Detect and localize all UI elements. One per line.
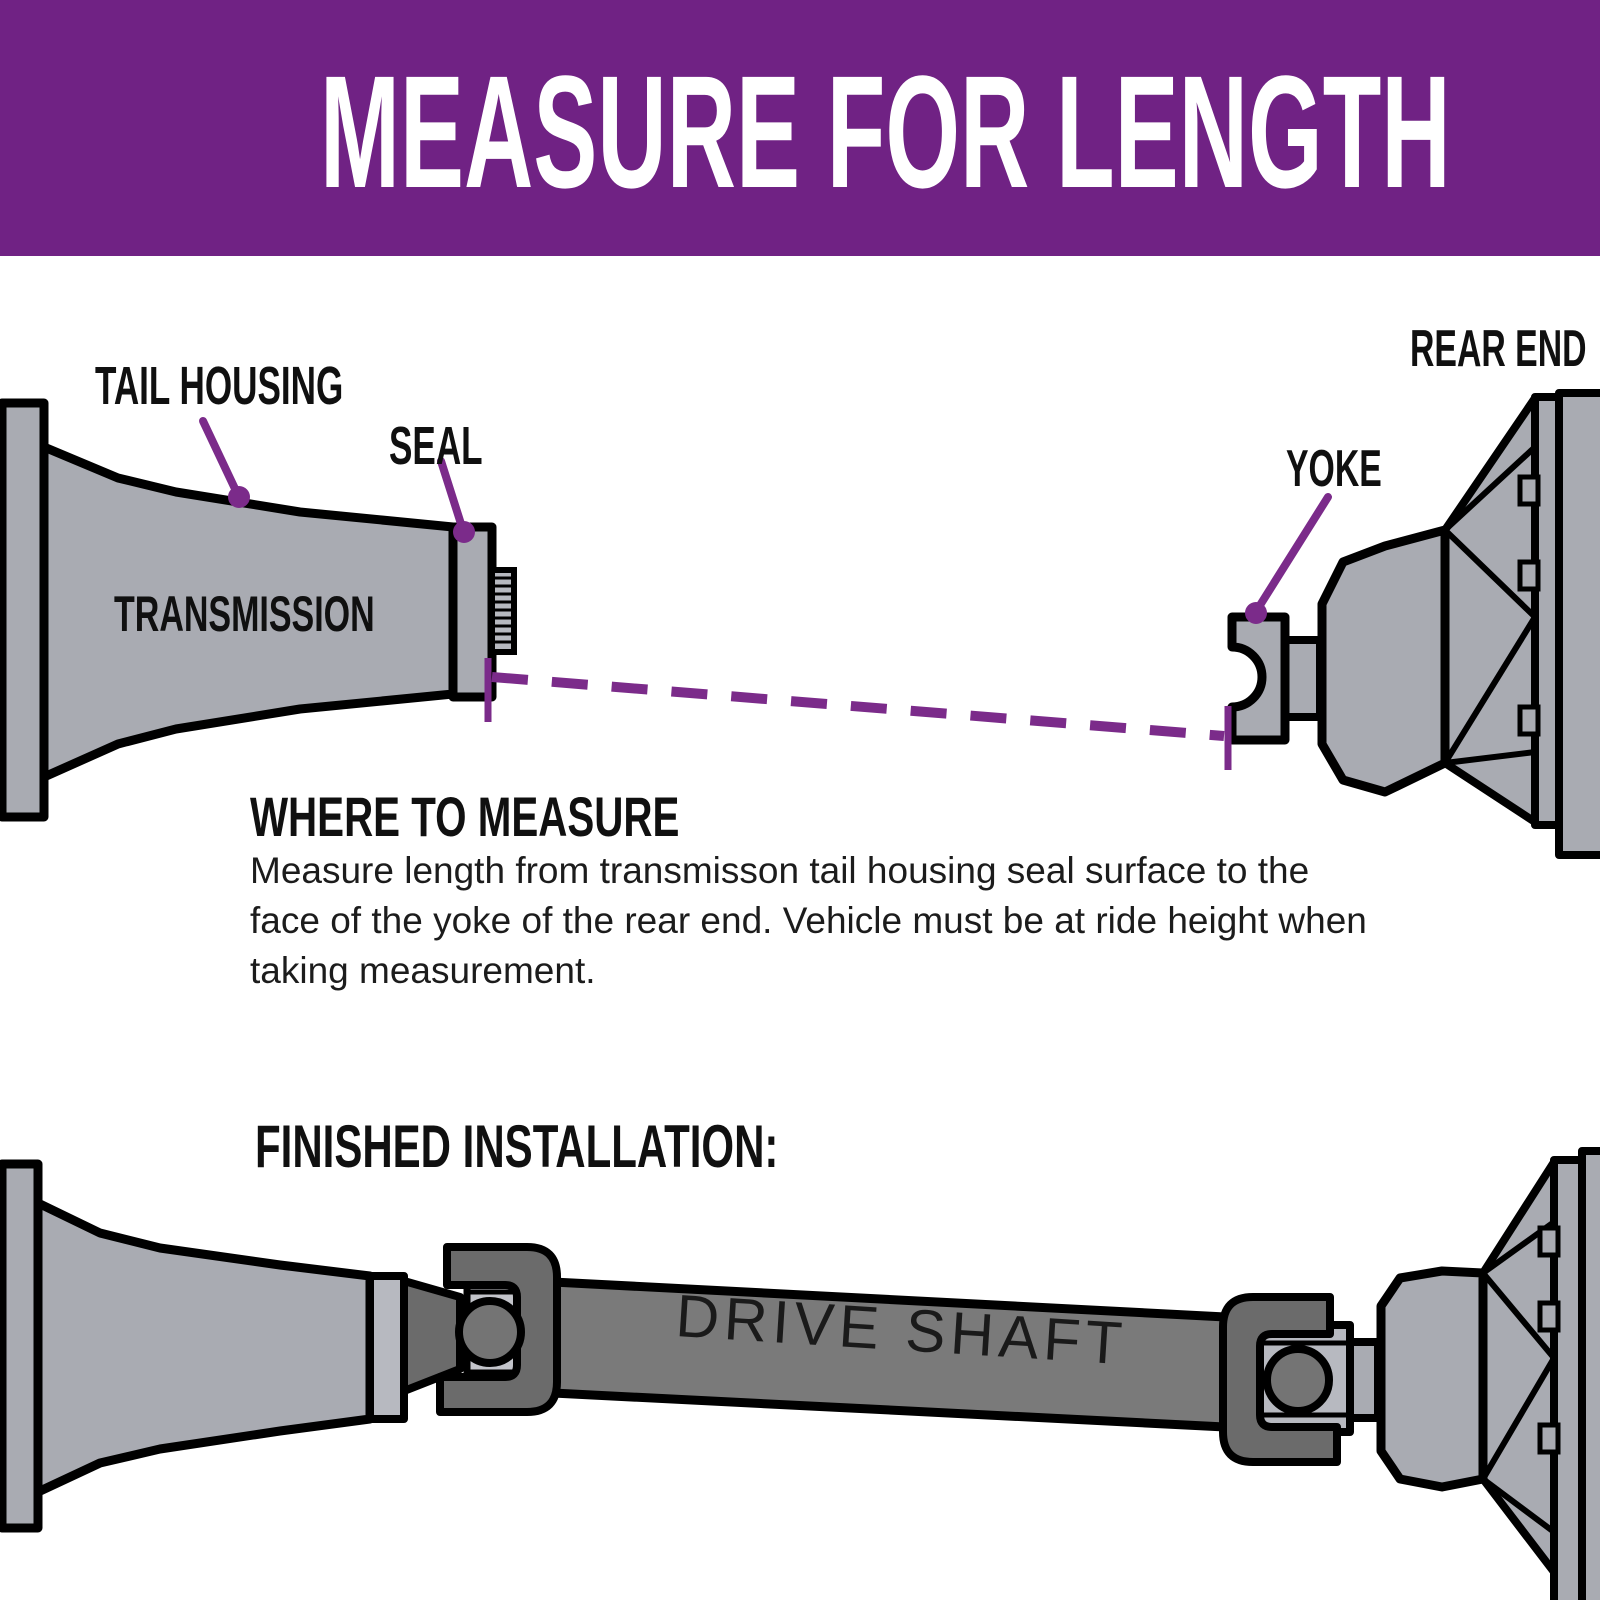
- bolt-tab: [1517, 704, 1541, 737]
- u-joint-yoke-bracket: [1219, 1293, 1341, 1466]
- diff-facet-line: [1481, 1476, 1556, 1535]
- finished-installation-heading: FINISHED INSTALLATION:: [255, 1113, 779, 1180]
- bolt-tab: [1537, 1300, 1561, 1333]
- transmission-label: TRANSMISSION: [114, 586, 375, 642]
- diff-facet-line: [1442, 444, 1538, 533]
- spline-hatching: [494, 576, 512, 644]
- yoke-leader-line: [1253, 493, 1332, 614]
- bolt-tab: [1517, 474, 1541, 507]
- callout-leaders: [199, 417, 1332, 624]
- pinion-shaft-neck: [1281, 636, 1324, 721]
- bolt-tab: [1517, 559, 1541, 592]
- where-to-measure-heading: WHERE TO MEASURE: [250, 785, 680, 848]
- tail-housing-body: [33, 1198, 375, 1497]
- diff-facet-line: [1480, 1271, 1557, 1360]
- diff-facet-line: [1442, 527, 1538, 620]
- yoke-leader-dot: [1245, 602, 1267, 624]
- rear-yoke: [1227, 612, 1290, 745]
- bolt-tab: [1537, 1225, 1561, 1258]
- front-u-joint: [436, 1243, 561, 1416]
- differential-housing: [1479, 1158, 1558, 1576]
- transmission-case: [0, 398, 49, 822]
- transmission-case: [0, 1159, 43, 1533]
- diff-facet-line: [1444, 749, 1536, 766]
- seal-leader-line: [437, 457, 466, 531]
- pinion-housing: [1317, 525, 1450, 797]
- slip-yoke-stub: [400, 1277, 464, 1395]
- u-joint-cross: [1263, 1345, 1333, 1415]
- page-title: MEASURE FOR LENGTH: [319, 42, 1451, 221]
- yoke-label: YOKE: [1286, 440, 1382, 498]
- seal-label: SEAL: [389, 416, 483, 476]
- tail-housing-leader-dot: [228, 486, 250, 508]
- measurement-annotation: [484, 658, 1232, 770]
- bottom-transmission-assembly: [0, 1159, 464, 1533]
- u-joint-cross: [455, 1297, 525, 1367]
- seal-leader-dot: [453, 521, 475, 543]
- pinion-shaft-neck: [1346, 1338, 1382, 1422]
- top-transmission-assembly: [0, 398, 517, 822]
- title-banner: MEASURE FOR LENGTH: [0, 0, 1600, 256]
- top-rear-end-assembly: [1227, 389, 1600, 859]
- diff-facet-line: [1442, 615, 1538, 765]
- rear-end-label: REAR END: [1410, 320, 1587, 378]
- rear-u-joint: [1219, 1293, 1341, 1466]
- u-joint-yoke-bracket: [436, 1243, 561, 1416]
- rear-axle-housing: [1555, 389, 1600, 859]
- tail-housing-leader-line: [199, 417, 241, 497]
- where-to-measure-body: Measure length from transmisson tail hou…: [250, 850, 1367, 991]
- pinion-housing: [1376, 1266, 1488, 1492]
- seal-block: [366, 1272, 408, 1423]
- bolt-tab: [1537, 1422, 1561, 1455]
- diff-facet-line: [1480, 1356, 1557, 1481]
- measurement-dashed-line: [491, 672, 1225, 741]
- tail-housing-label: TAIL HOUSING: [95, 356, 344, 416]
